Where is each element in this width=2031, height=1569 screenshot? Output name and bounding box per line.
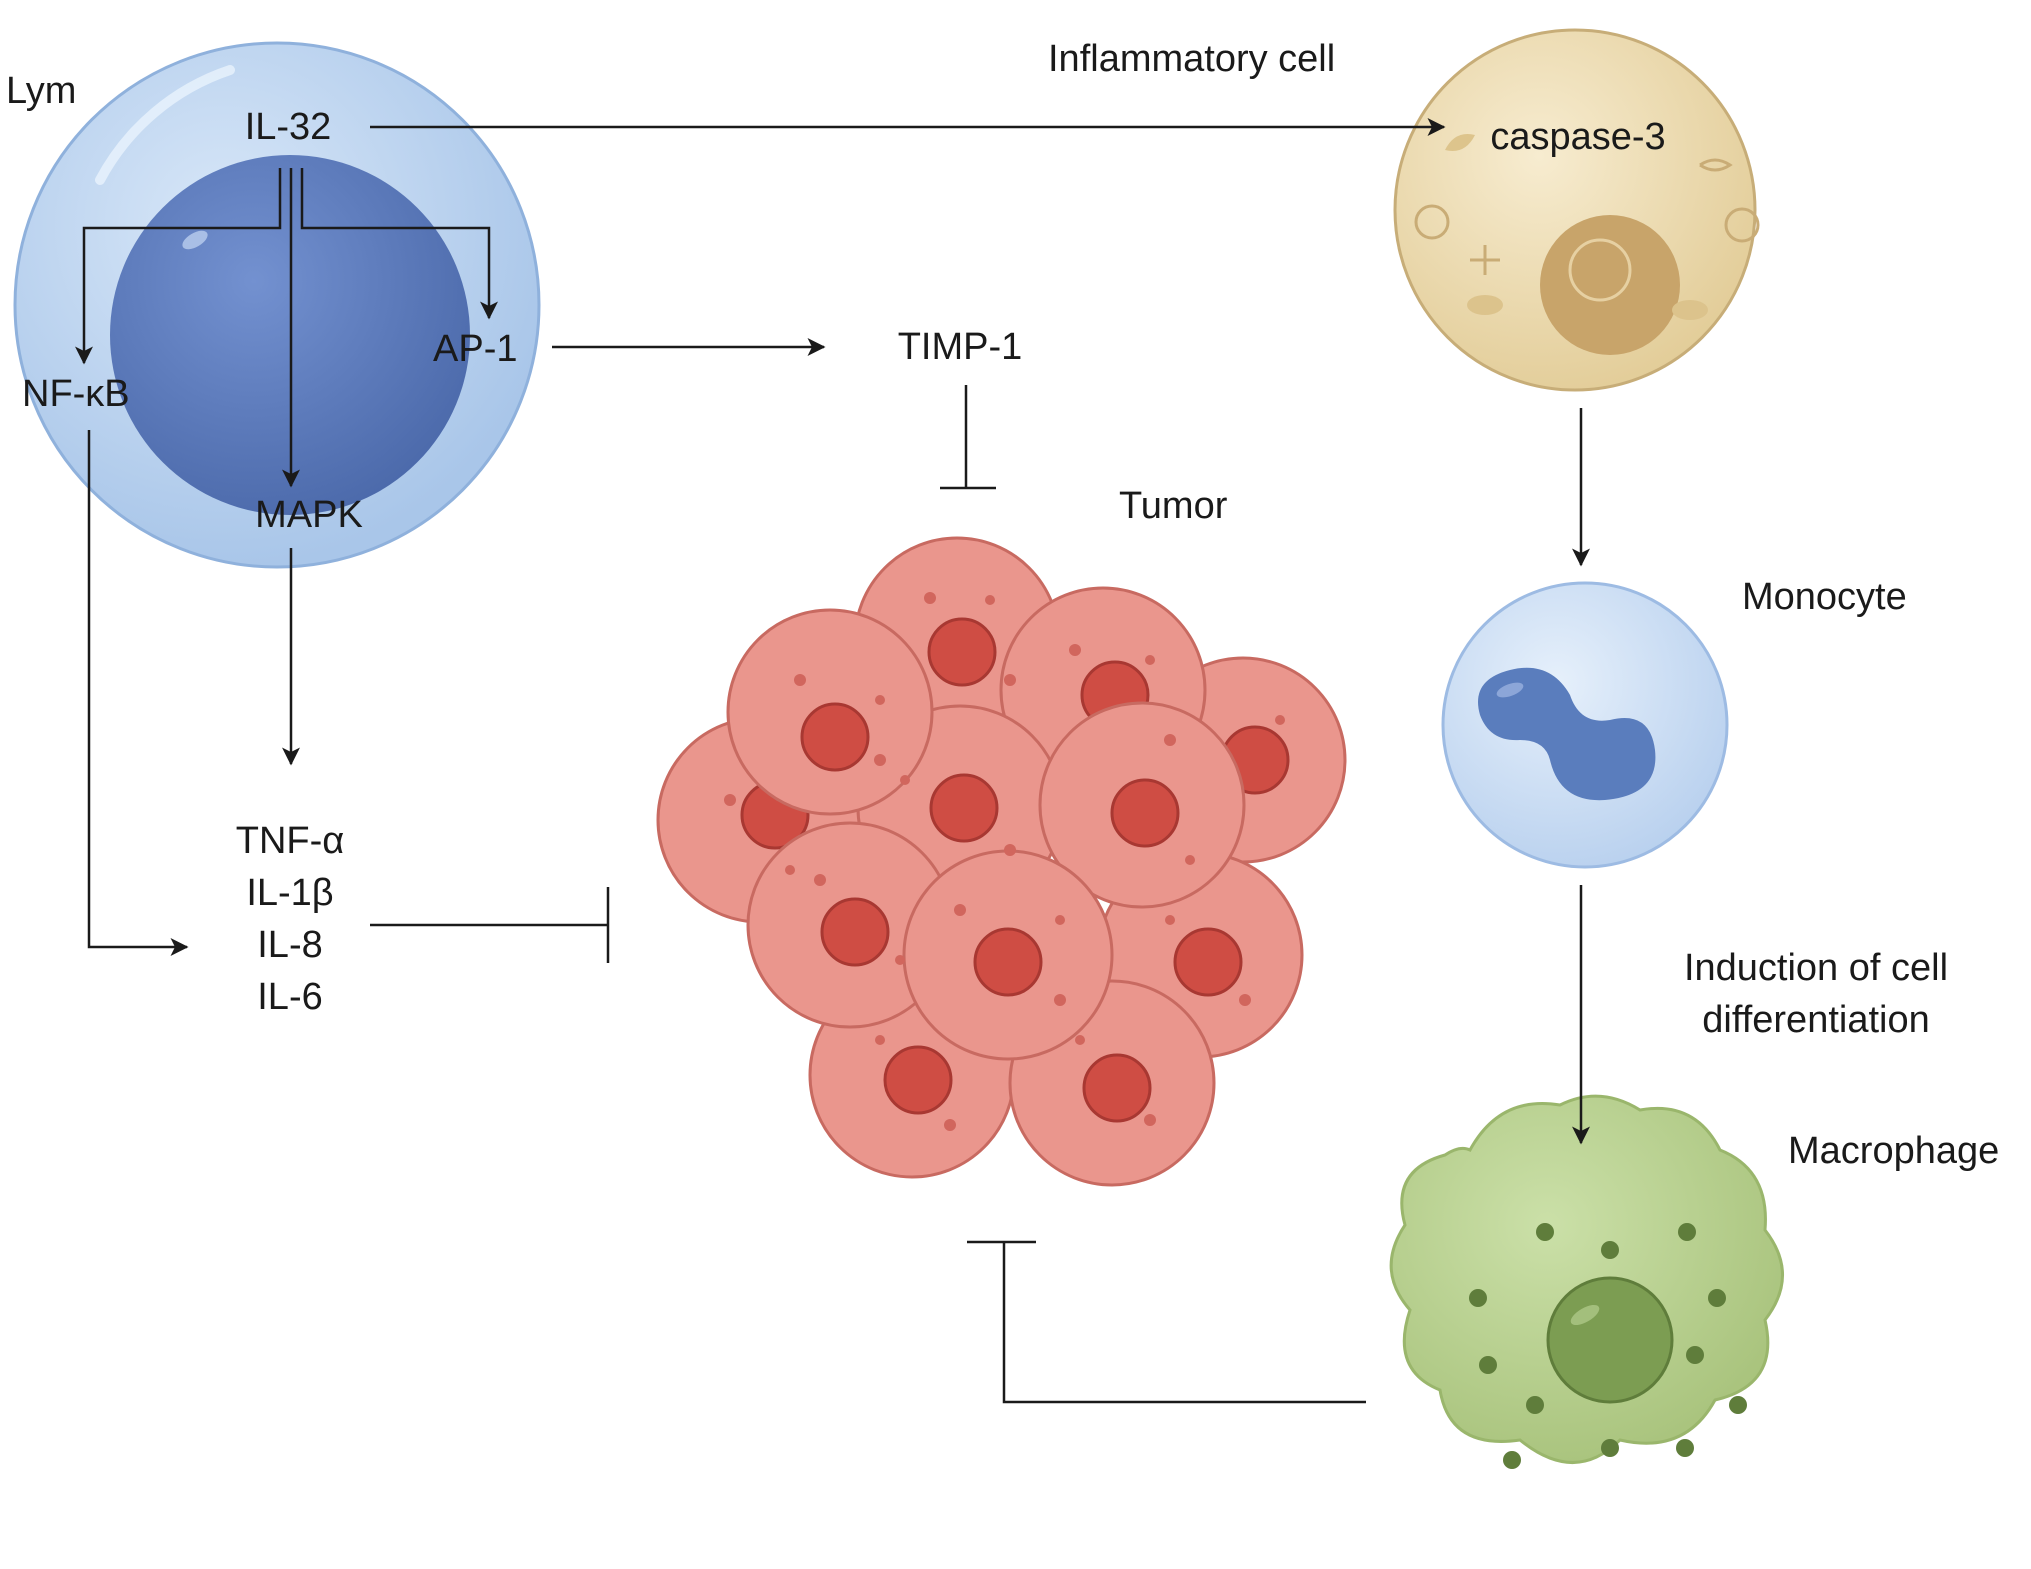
arrow-nfkb-to-cytokines (87, 430, 189, 956)
macrophage-cell (1389, 1094, 1784, 1469)
cytokine-list: TNF-α IL-1β IL-8 IL-6 (236, 815, 345, 1023)
il32-label: IL-32 (244, 106, 332, 148)
inflammatory-cell (1393, 28, 1760, 392)
monocyte-label: Monocyte (1742, 576, 1907, 618)
inflammatory-cell-label: Inflammatory cell (1048, 38, 1336, 80)
mapk-label: MAPK (255, 494, 363, 536)
nfkb-label: NF-κB (22, 373, 130, 415)
cytokine-il8: IL-8 (257, 924, 323, 966)
arrow-il32-to-ap1 (300, 168, 498, 320)
caspase3-label: caspase-3 (1490, 116, 1666, 158)
lym-label: Lym (6, 70, 77, 112)
connectors (75, 118, 1590, 1404)
tumor-cluster (656, 536, 1347, 1187)
induction-label: Induction of cell differentiation (1684, 942, 1948, 1046)
inhibit-macrophage-tumor (1002, 1242, 1366, 1404)
ap1-label: AP-1 (433, 328, 518, 370)
tumor-cell (902, 849, 1114, 1061)
macrophage-label: Macrophage (1788, 1130, 2000, 1172)
arrow-il32-to-nfkb (75, 168, 282, 365)
induction-line: Induction of cell (1683, 947, 1949, 989)
tumor-granules (724, 592, 1285, 1131)
cytokine-il6: IL-6 (257, 976, 323, 1018)
monocyte-cell (1441, 581, 1729, 869)
induction-line: differentiation (1702, 999, 1930, 1041)
tumor-label: Tumor (1119, 485, 1228, 527)
timp1-label: TIMP-1 (897, 326, 1023, 368)
cytokine-il1-beta: IL-1β (246, 872, 334, 914)
tumor-cell (746, 821, 954, 1029)
cytokine-tnf-alpha: TNF-α (235, 820, 345, 862)
